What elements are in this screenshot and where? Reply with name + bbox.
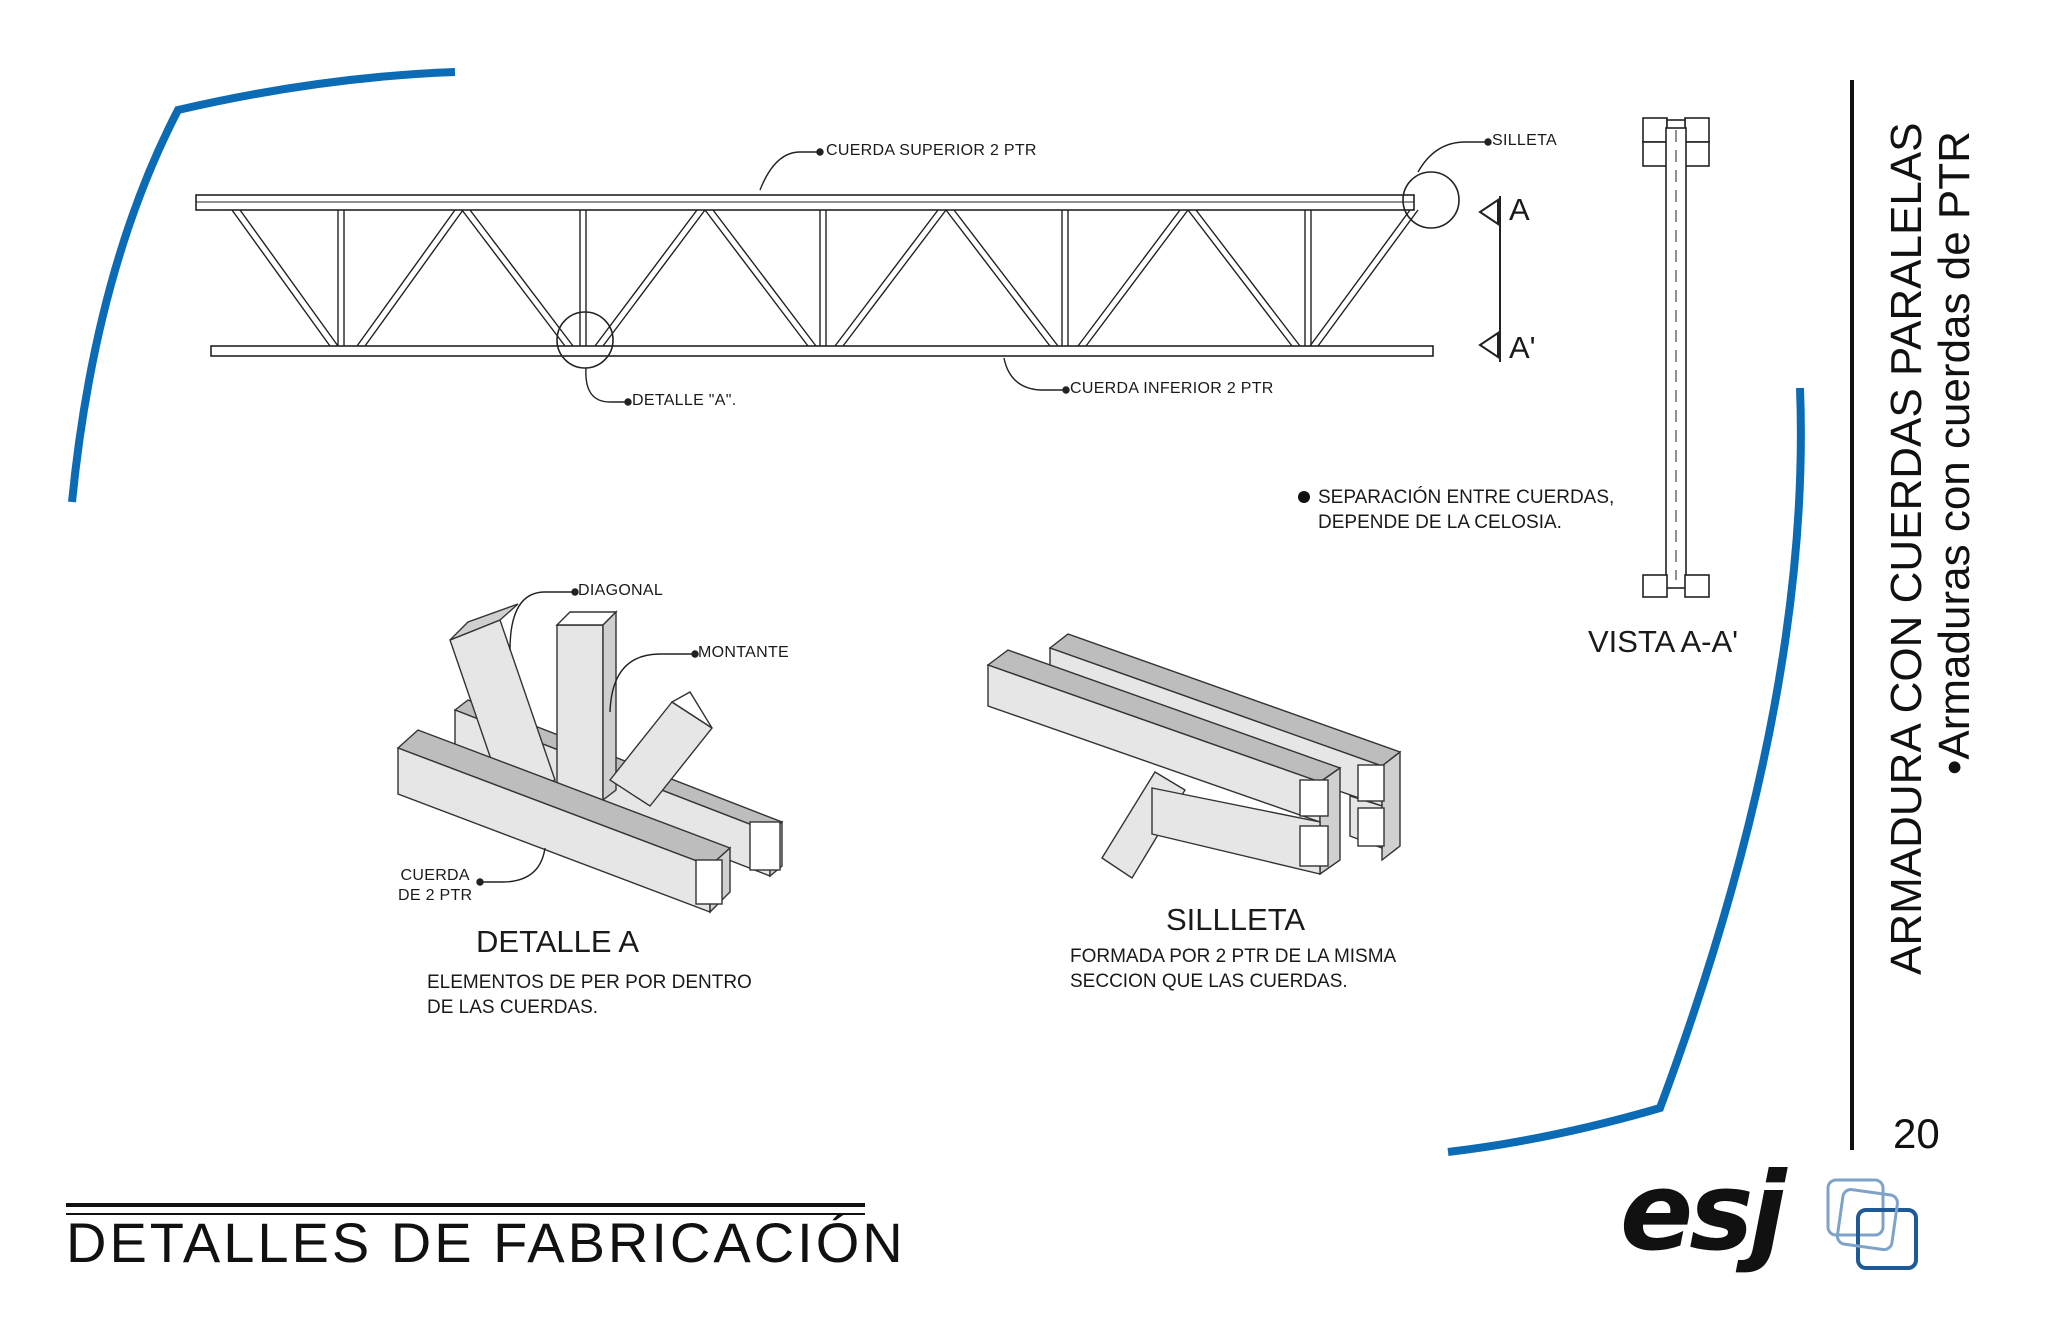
page-number: 20: [1893, 1110, 1940, 1157]
silleta-desc-line2: SECCION QUE LAS CUERDAS.: [1070, 971, 1348, 992]
cuerda-label-line1: CUERDA: [400, 867, 470, 884]
detail-a-desc-line2: DE LAS CUERDAS.: [427, 997, 599, 1018]
bottom-chord-label: CUERDA INFERIOR 2 PTR: [1070, 380, 1274, 397]
detail-a-drawing: [396, 603, 784, 914]
section-markers: [1478, 196, 1501, 362]
detail-a-leaders: [476, 588, 699, 886]
note-bullet: [1298, 491, 1310, 503]
separation-note-line2: DEPENDE DE LA CELOSIA.: [1318, 512, 1562, 533]
bottom-chord: [210, 345, 1434, 357]
side-view-title: VISTA A-A': [1588, 624, 1739, 659]
vertical-title: ARMADURA CON CUERDAS PARALELAS: [1882, 122, 1931, 976]
logo-mark: [1826, 1178, 1918, 1270]
vertical-subtitle: •Armaduras con cuerdas de PTR: [1930, 131, 1979, 775]
decor-arc-right: [1447, 387, 1805, 1156]
detail-a-desc-line1: ELEMENTOS DE PER POR DENTRO: [427, 972, 752, 993]
top-chord-label: CUERDA SUPERIOR 2 PTR: [826, 142, 1037, 159]
vertical-subtitle-block: •Armaduras con cuerdas de PTR: [1930, 131, 1980, 775]
silleta-drawing: [986, 633, 1402, 879]
silleta-desc-line1: FORMADA POR 2 PTR DE LA MISMA: [1070, 946, 1397, 967]
vertical-title-block: ARMADURA CON CUERDAS PARALELAS: [1882, 123, 1932, 976]
section-a-prime-label: A': [1509, 330, 1536, 365]
footer-title: DETALLES DE FABRICACIÓN: [66, 1211, 906, 1274]
cuerda-label: CUERDA DE 2 PTR: [398, 866, 472, 906]
detail-a-title: DETALLE A: [476, 924, 640, 959]
separation-note: SEPARACIÓN ENTRE CUERDAS, DEPENDE DE LA …: [1318, 485, 1614, 535]
section-a-label: A: [1509, 192, 1530, 227]
separation-note-line1: SEPARACIÓN ENTRE CUERDAS,: [1318, 487, 1615, 508]
diagonal-label: DIAGONAL: [578, 582, 664, 599]
truss-elevation: [195, 171, 1460, 369]
silleta-description: FORMADA POR 2 PTR DE LA MISMA SECCION QU…: [1070, 944, 1396, 994]
cuerda-label-line2: DE 2 PTR: [398, 887, 473, 904]
detail-a-callout-circle: [556, 311, 614, 369]
montante-label: MONTANTE: [698, 644, 789, 661]
silleta-callout-label: SILLETA: [1492, 132, 1557, 149]
side-view: [1642, 117, 1710, 598]
decor-arc-left: [68, 68, 456, 503]
detail-a-description: ELEMENTOS DE PER POR DENTRO DE LAS CUERD…: [427, 970, 752, 1020]
leader-lines: [585, 138, 1492, 406]
silleta-title: SILLLETA: [1166, 902, 1306, 937]
truss-web: [231, 209, 1419, 347]
silleta-callout-circle: [1402, 171, 1460, 229]
detail-a-callout-label: DETALLE "A".: [632, 392, 737, 409]
logo-wordmark: esj: [1620, 1150, 1787, 1275]
